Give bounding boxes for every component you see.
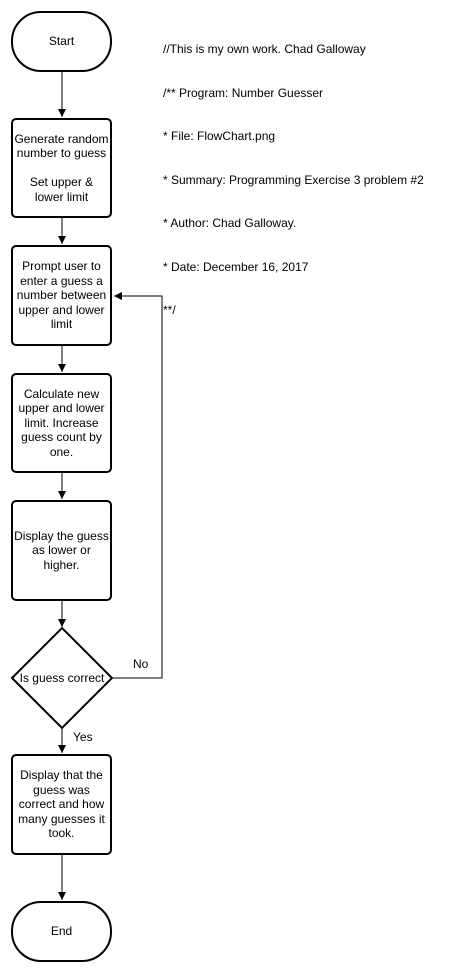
generate-line: Generate random [14, 131, 109, 146]
comment-line: * Summary: Programming Exercise 3 proble… [163, 172, 424, 187]
calculate-step: Calculate new upper and lower limit. Inc… [11, 373, 112, 473]
prompt-line: limit [50, 317, 73, 332]
end-label: End [50, 924, 73, 939]
calculate-line: Calculate new [23, 386, 100, 401]
generate-line: Set upper & [29, 175, 94, 190]
display-result-line: Display that the [20, 768, 103, 783]
comment-line: //This is my own work. Chad Galloway [163, 42, 366, 56]
prompt-line: Prompt user to [22, 259, 101, 274]
calculate-line: guess count by [21, 430, 102, 445]
display-guess-line: Display the guess [14, 528, 109, 543]
generate-line [14, 161, 108, 176]
display-result-line: guess was [33, 782, 90, 797]
yes-branch-label: Yes [72, 730, 94, 744]
calculate-line: upper and lower [18, 401, 105, 416]
display-guess-step: Display the guess as lower or higher. [11, 500, 112, 601]
prompt-line: upper and lower [18, 302, 105, 317]
start-label: Start [48, 34, 75, 49]
generate-line: number to guess [16, 146, 107, 161]
comment-line: * File: FlowChart.png [163, 129, 276, 143]
display-result-step: Display that the guess was correct and h… [11, 754, 112, 855]
display-result-line: took. [48, 826, 75, 841]
header-comment: //This is my own work. Chad Galloway /**… [163, 13, 424, 332]
prompt-line: enter a guess a [20, 273, 103, 288]
calculate-line: one. [49, 444, 74, 459]
generate-step: Generate random number to guess Set uppe… [11, 118, 112, 218]
no-branch-label: No [132, 657, 150, 671]
display-result-line: correct and how [18, 797, 105, 812]
comment-line: **/ [163, 303, 176, 317]
decision-label: Is guess correct [19, 671, 105, 685]
decision-diamond [10, 626, 114, 730]
prompt-step: Prompt user to enter a guess a number be… [11, 245, 112, 346]
comment-line: * Author: Chad Galloway. [163, 216, 297, 230]
prompt-line: number between [16, 288, 107, 303]
comment-line: * Date: December 16, 2017 [163, 259, 309, 274]
display-guess-line: higher. [43, 557, 80, 572]
display-result-line: many guesses it [18, 811, 105, 826]
edge-decision-no-loop [112, 292, 163, 679]
comment-line: /** Program: Number Guesser [163, 85, 324, 100]
display-guess-line: as lower or [32, 543, 91, 558]
end-terminal: End [11, 901, 112, 962]
generate-line: lower limit [34, 189, 89, 204]
calculate-line: limit. Increase [24, 415, 99, 430]
start-terminal: Start [11, 11, 112, 72]
